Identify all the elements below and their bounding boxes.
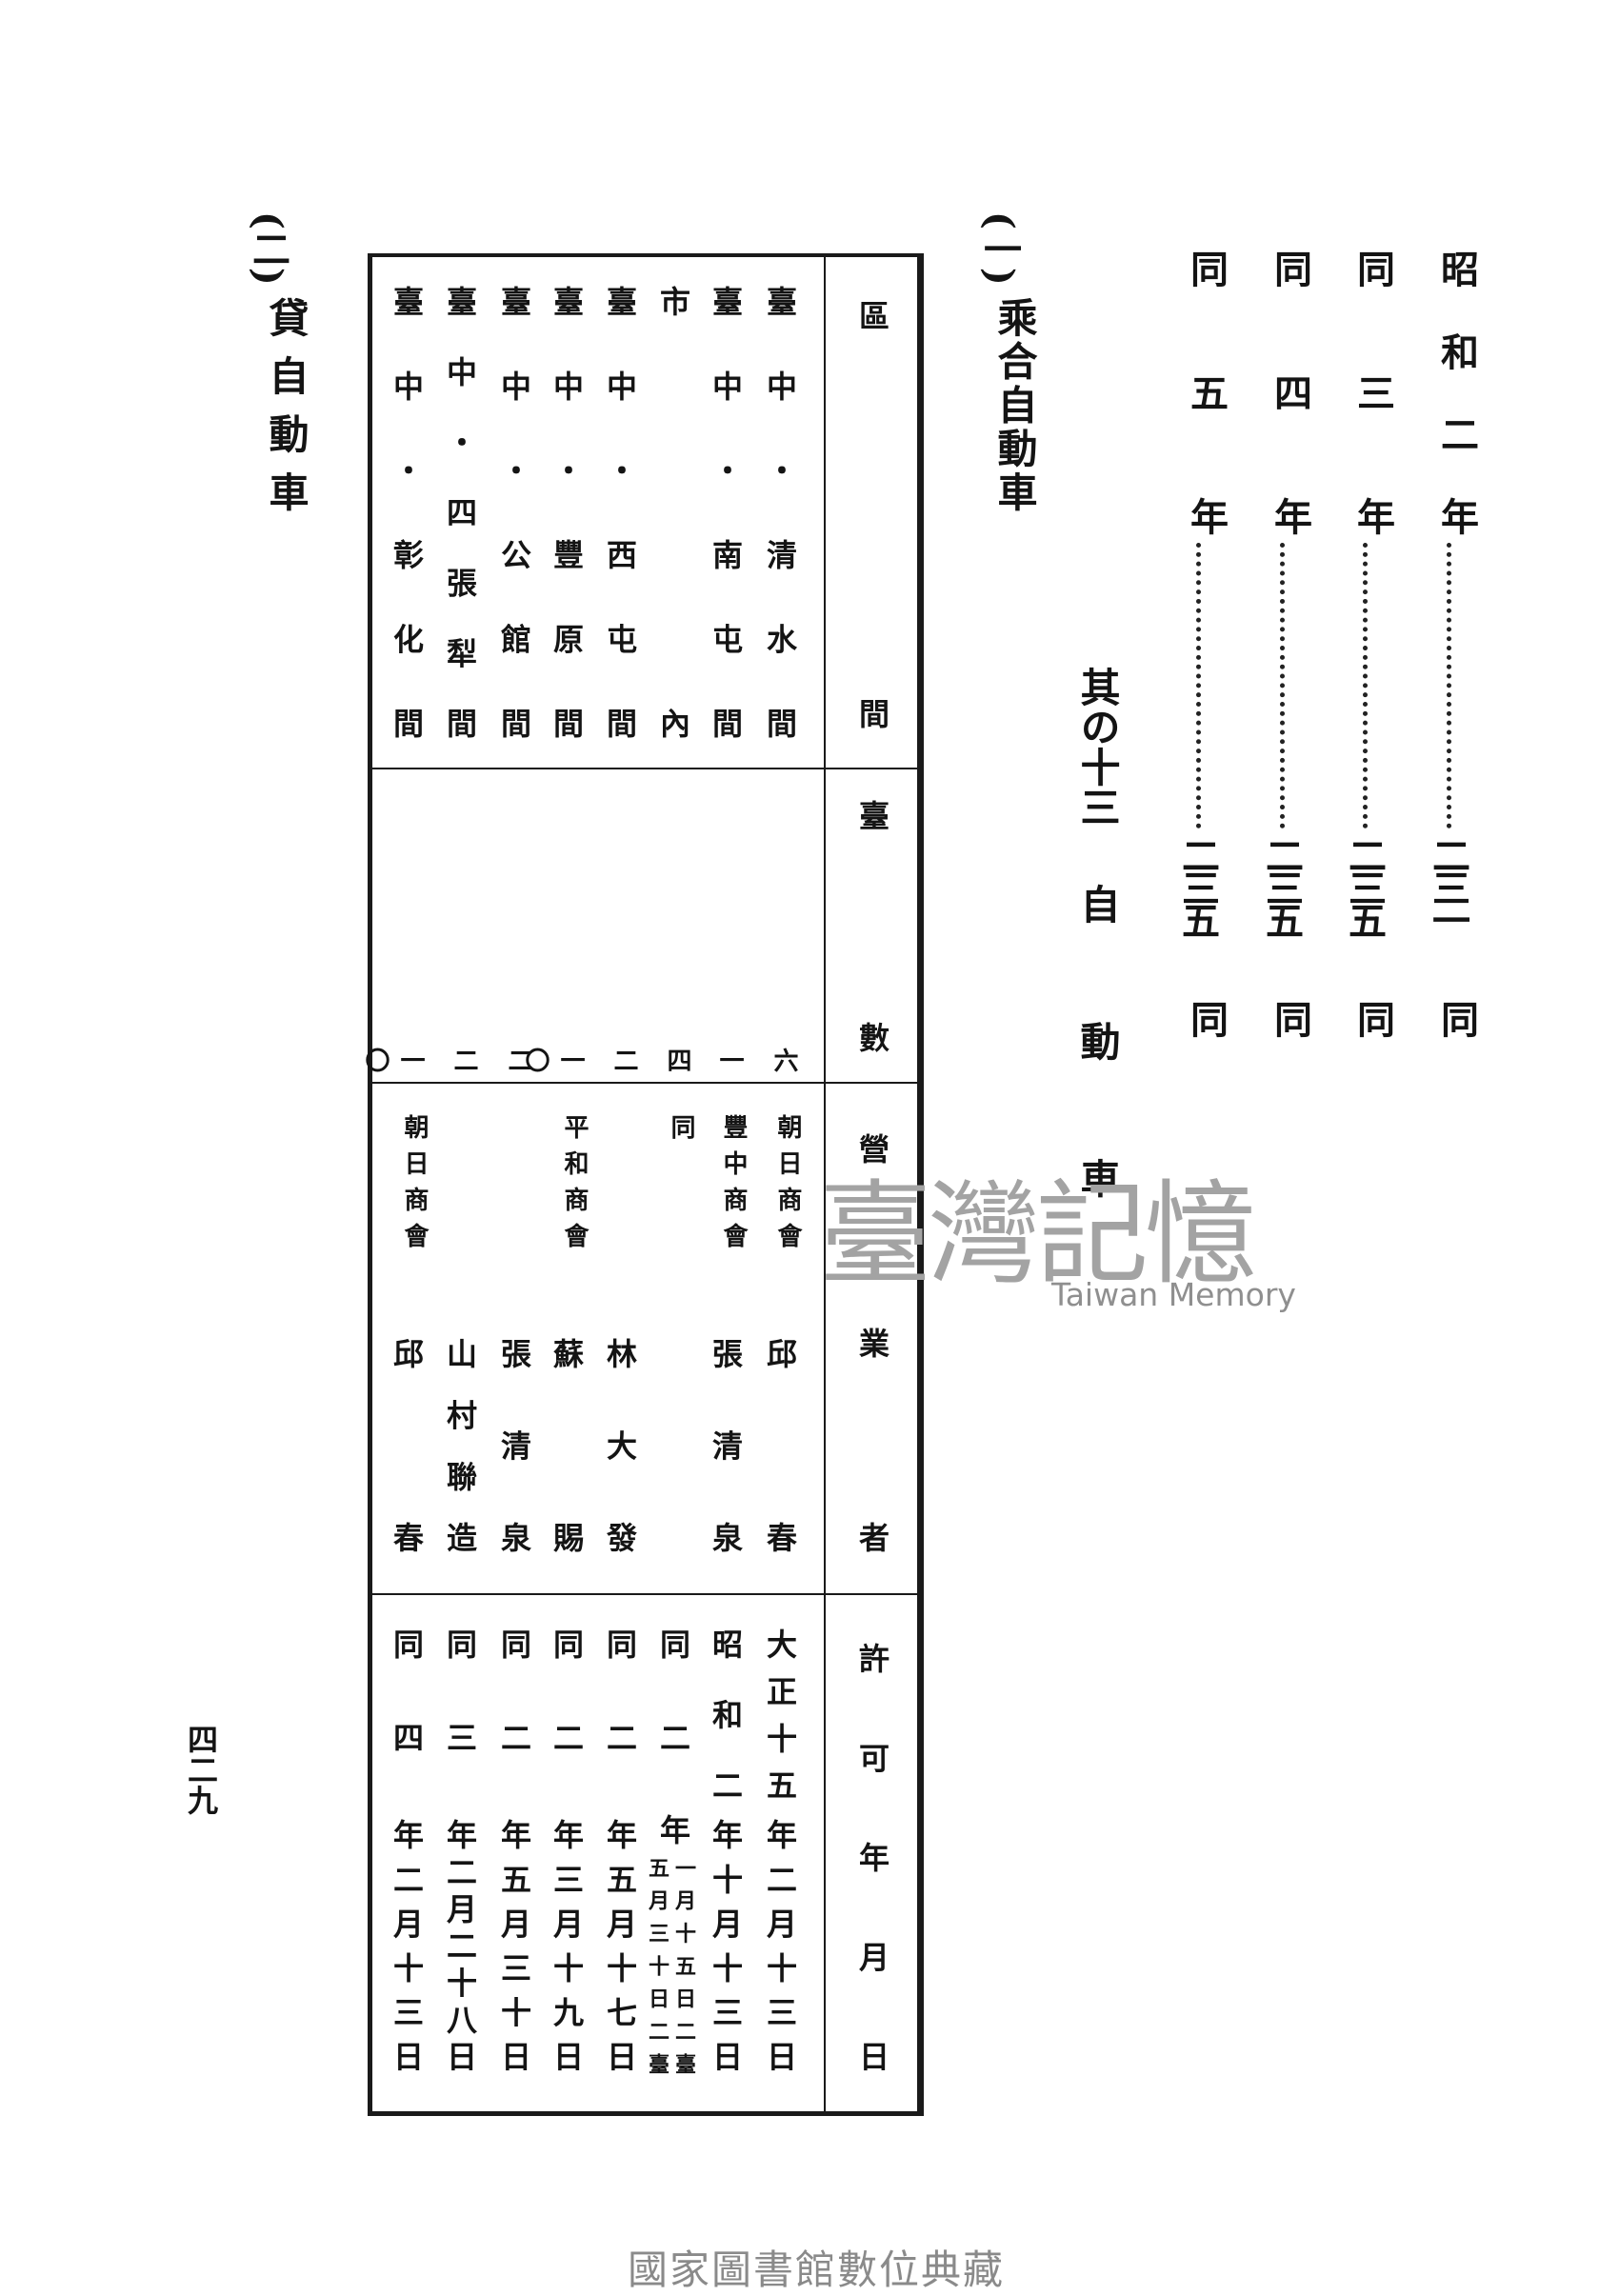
footer-archive-label: 國家圖書館數位典藏 [627, 2246, 1005, 2293]
page-reference: 二三五 [1259, 836, 1304, 933]
route-cell: 臺中・南屯間 [708, 286, 744, 738]
operator-name: 林大發 [602, 1338, 638, 1552]
permit-date: 年十月十三日 [708, 1819, 744, 2071]
year-label: 昭和二年 [1434, 250, 1479, 535]
header-divider [824, 253, 826, 2111]
table-left-border [368, 253, 372, 2116]
route-cell: 臺中・公館間 [496, 286, 532, 738]
section2-number: (二) [246, 211, 290, 286]
route-cell: 臺中・彰化間 [389, 286, 425, 738]
permit-date: 年五月十七日 [602, 1819, 638, 2071]
section2-title: 貸自動車 [263, 297, 310, 511]
page-number: 四二九 [183, 1724, 219, 1815]
permit-era-year: 大正十五 [762, 1628, 798, 1800]
vehicle-count: 一〇 [521, 1048, 585, 1072]
route-cell: 臺中・西屯間 [602, 286, 638, 738]
ditto-mark: 同 [1350, 1000, 1395, 1038]
permit-era-year: 昭和二 [708, 1628, 744, 1800]
company-name: 平和商會 [560, 1114, 589, 1248]
permit-date: 年 [655, 1814, 691, 1845]
header-operator: 營業者 [854, 1133, 890, 1552]
vehicle-count: 二 [450, 1048, 478, 1072]
table-right-border [917, 253, 924, 2116]
row-divider [368, 768, 923, 769]
row-divider [368, 1593, 923, 1595]
operator-name: 邱春 [389, 1338, 425, 1552]
header-count: 臺數 [854, 800, 890, 1052]
vehicle-count: 二 [504, 1048, 532, 1072]
vehicle-count: 二 [610, 1048, 638, 1072]
leader-dots [1447, 543, 1451, 829]
route-cell: 市內 [655, 286, 691, 738]
operator-name: 張清泉 [708, 1338, 744, 1552]
watermark-english: Taiwan Memory [1051, 1276, 1296, 1313]
header-route: 區間 [854, 300, 890, 729]
year-label: 同三年 [1350, 250, 1395, 535]
watermark-logo: 臺灣記憶 [819, 1168, 1257, 1300]
table-bottom-border [368, 2111, 923, 2116]
page-reference: 二三五 [1342, 836, 1387, 933]
vehicle-count: 四 [663, 1048, 691, 1072]
company-name: 同 [667, 1114, 695, 1139]
permit-date: 年五月三十日 [496, 1819, 532, 2071]
section1-number: (一) [977, 211, 1022, 286]
year-label: 同五年 [1184, 250, 1229, 535]
operator-name: 張清泉 [496, 1338, 532, 1552]
permit-era-year: 同二 [549, 1628, 585, 1752]
company-name: 朝日商會 [400, 1114, 429, 1248]
year-label: 同四年 [1268, 250, 1312, 535]
leader-dots [1196, 543, 1201, 829]
operator-name: 蘇賜 [549, 1338, 585, 1552]
permit-date-line: 一月十五日二臺 [671, 1857, 696, 2074]
permit-era-year: 同二 [602, 1628, 638, 1752]
ditto-mark: 同 [1184, 1000, 1229, 1038]
row-divider [368, 1082, 923, 1084]
permit-date: 年二月十三日 [762, 1819, 798, 2071]
permit-era-year: 同二 [655, 1628, 691, 1752]
company-name: 朝日商會 [773, 1114, 802, 1248]
permit-date-line: 五月三十日二臺 [645, 1857, 670, 2074]
ditto-mark: 同 [1434, 1000, 1479, 1038]
page-reference: 二三五 [1175, 836, 1220, 933]
table-top-border [368, 253, 923, 257]
vehicle-count: 一 [715, 1048, 744, 1072]
header-permit-date: 許可年月日 [854, 1643, 890, 2071]
permit-era-year: 同二 [496, 1628, 532, 1752]
permit-date: 年二月十三日 [389, 1819, 425, 2071]
page-reference: 二三一 [1426, 836, 1470, 933]
permit-era-year: 同四 [389, 1628, 425, 1752]
ditto-mark: 同 [1268, 1000, 1312, 1038]
vehicle-count: 六 [770, 1048, 798, 1072]
permit-date: 年三月十九日 [549, 1819, 585, 2071]
vehicle-count: 一〇 [361, 1048, 425, 1072]
permit-date: 年二月二十八日 [442, 1819, 478, 2071]
operator-name: 邱春 [762, 1338, 798, 1552]
leader-dots [1280, 543, 1285, 829]
operator-name: 山村聯造 [442, 1338, 478, 1552]
leader-dots [1363, 543, 1368, 829]
route-cell: 臺中・清水間 [762, 286, 798, 738]
chapter-subject: 自動車 [1074, 884, 1121, 1198]
company-name: 豐中商會 [719, 1114, 748, 1248]
section1-title: 乘合自動車 [991, 297, 1038, 511]
permit-era-year: 同三 [442, 1628, 478, 1752]
chapter-title: 其の十三 [1074, 667, 1121, 827]
route-cell: 臺中・豐原間 [549, 286, 585, 738]
chapter-heading: 其の十三自動車 [1069, 667, 1127, 1198]
route-cell: 臺中・四張犁間 [442, 286, 478, 738]
